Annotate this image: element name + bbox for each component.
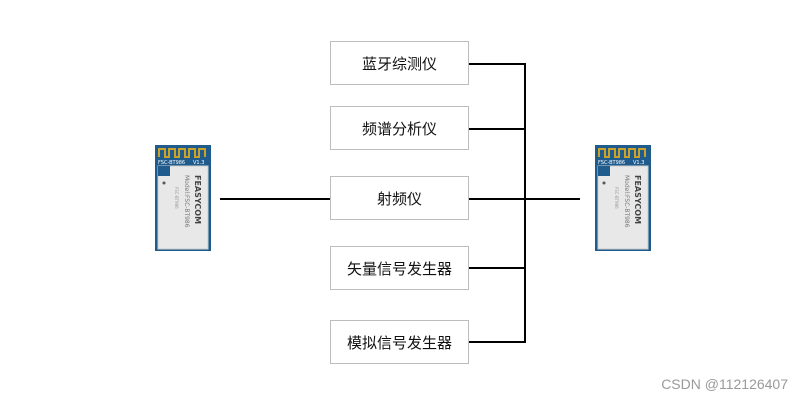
connector-bus <box>524 63 526 343</box>
svg-text:Model:FSC-BT986: Model:FSC-BT986 <box>183 175 190 228</box>
bluetooth-module-image: FSC-BT986 V1.3 FEASYCOM Model:FSC-BT986 F… <box>595 145 651 251</box>
connector-4 <box>469 267 525 269</box>
connector-left <box>220 198 330 200</box>
connector-5 <box>469 341 525 343</box>
watermark: CSDN @112126407 <box>661 376 788 392</box>
svg-text:FEASYCOM: FEASYCOM <box>633 175 642 224</box>
svg-text:FSC-BT986: FSC-BT986 <box>598 160 625 166</box>
svg-text:V1.3: V1.3 <box>193 160 204 166</box>
instrument-box-analog-signal-generator: 模拟信号发生器 <box>330 320 469 364</box>
svg-text:V1.3: V1.3 <box>633 160 644 166</box>
svg-text:FSC-BT986: FSC-BT986 <box>158 160 185 166</box>
instrument-box-spectrum-analyzer: 频谱分析仪 <box>330 106 469 150</box>
connector-1 <box>469 63 525 65</box>
left-module: FSC-BT986 V1.3 FEASYCOM Model:FSC-BT986 F… <box>155 145 211 251</box>
instrument-box-vector-signal-generator: 矢量信号发生器 <box>330 246 469 290</box>
connector-2 <box>469 128 525 130</box>
svg-text:FEASYCOM: FEASYCOM <box>193 175 202 224</box>
right-module: FSC-BT986 V1.3 FEASYCOM Model:FSC-BT986 F… <box>595 145 651 251</box>
instrument-box-bluetooth-tester: 蓝牙综测仪 <box>330 41 469 85</box>
svg-text:Model:FSC-BT986: Model:FSC-BT986 <box>623 175 630 228</box>
bluetooth-module-image: FSC-BT986 V1.3 FEASYCOM Model:FSC-BT986 F… <box>155 145 211 251</box>
svg-text:FSC-BT986: FSC-BT986 <box>174 187 179 209</box>
instrument-box-rf-meter: 射频仪 <box>330 176 469 220</box>
svg-text:FSC-BT986: FSC-BT986 <box>614 187 619 209</box>
